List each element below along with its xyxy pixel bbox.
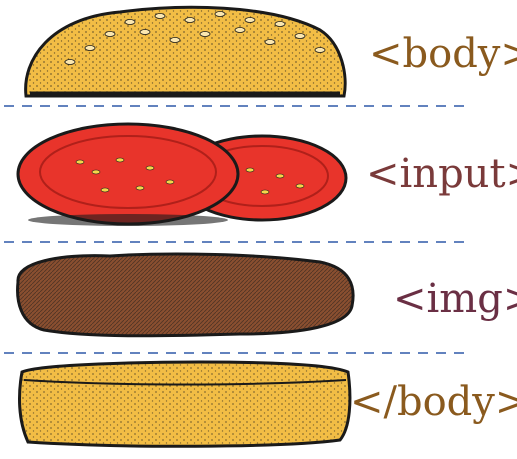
patty-illustration	[16, 252, 355, 338]
input-tag-label: <input>	[366, 151, 517, 197]
bottom-bun-illustration	[18, 360, 352, 448]
body-open-tag-label: <body>	[369, 31, 517, 77]
top-bun-illustration	[24, 5, 347, 98]
tomato-illustration	[16, 122, 348, 226]
img-tag-label: <img>	[393, 276, 517, 322]
body-close-tag-label: </body>	[350, 379, 517, 425]
